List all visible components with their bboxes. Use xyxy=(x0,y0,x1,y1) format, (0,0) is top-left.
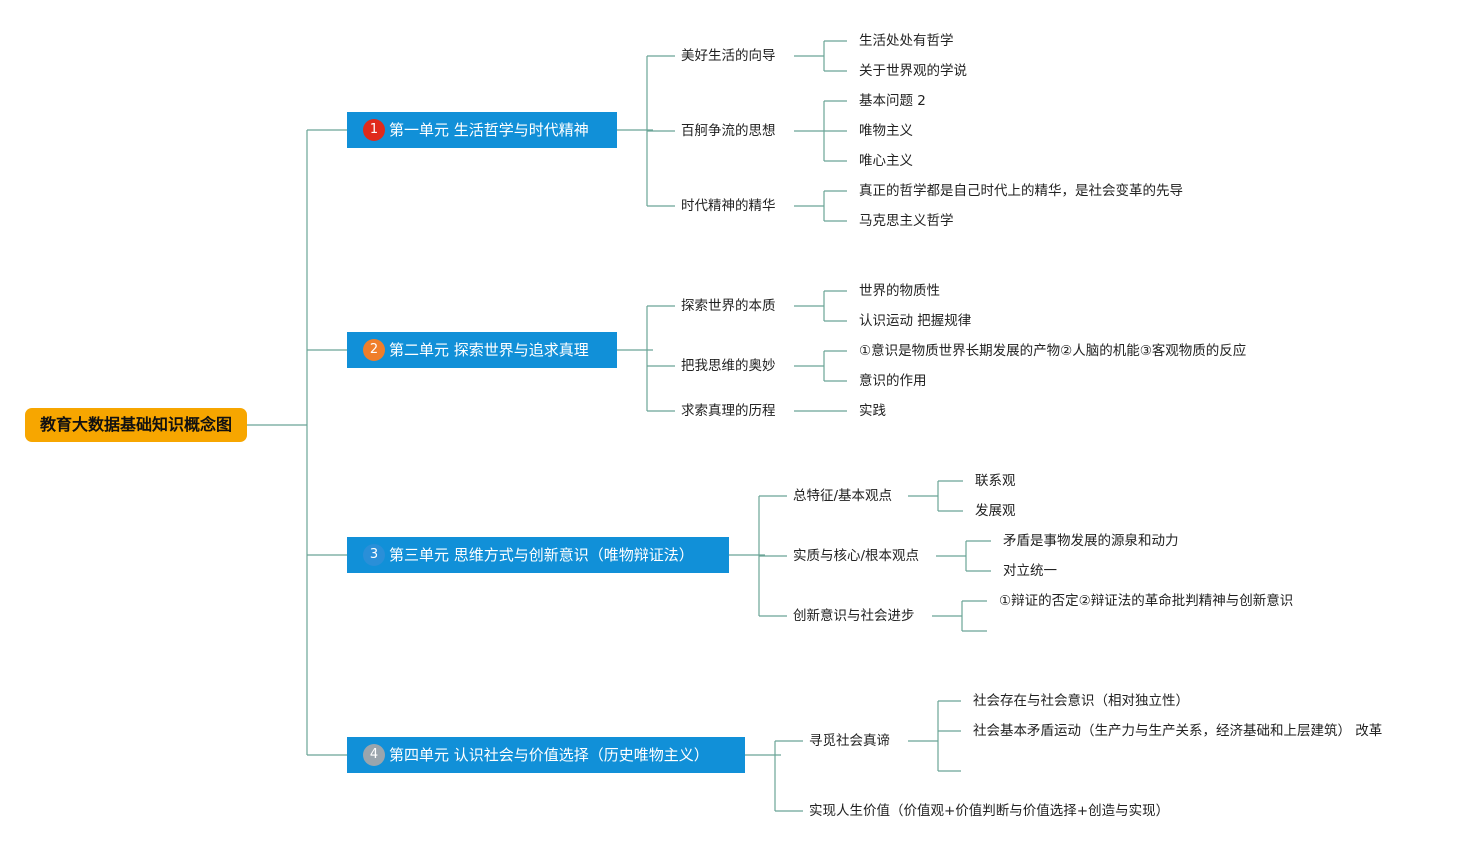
leaf-node[interactable]: 实践 xyxy=(859,403,886,419)
number-badge-icon: 4 xyxy=(363,744,385,766)
topic-node[interactable]: 实质与核心/根本观点 xyxy=(793,548,920,564)
unit-title: 第四单元 认识社会与价值选择（历史唯物主义） xyxy=(389,746,709,764)
topic-node[interactable]: 创新意识与社会进步 xyxy=(793,608,915,624)
leaf-node[interactable]: 生活处处有哲学 xyxy=(859,33,954,49)
topic-node[interactable]: 总特征/基本观点 xyxy=(793,488,893,504)
topic-node[interactable]: 时代精神的精华 xyxy=(681,198,776,214)
leaf-node[interactable]: 认识运动 把握规律 xyxy=(859,313,972,329)
leaf-node[interactable]: 社会基本矛盾运动（生产力与生产关系，经济基础和上层建筑） 改革 xyxy=(973,723,1383,739)
leaf-node[interactable]: 基本问题 2 xyxy=(859,93,926,109)
leaf-node[interactable]: 对立统一 xyxy=(1003,563,1057,579)
leaf-node[interactable]: 马克思主义哲学 xyxy=(859,213,954,229)
leaf-node[interactable]: 关于世界观的学说 xyxy=(859,63,967,79)
leaf-node[interactable]: 唯心主义 xyxy=(859,153,913,169)
unit-title: 第三单元 思维方式与创新意识（唯物辩证法） xyxy=(389,546,694,564)
number-badge-icon: 1 xyxy=(363,119,385,141)
topic-node[interactable]: 求索真理的历程 xyxy=(681,403,776,419)
topic-node[interactable]: 探索世界的本质 xyxy=(681,298,776,314)
leaf-node[interactable]: 唯物主义 xyxy=(859,123,913,139)
topic-node[interactable]: 百舸争流的思想 xyxy=(681,123,776,139)
number-badge-icon: 3 xyxy=(363,544,385,566)
topic-node[interactable]: 把我思维的奥妙 xyxy=(681,358,776,374)
leaf-node[interactable]: 真正的哲学都是自己时代上的精华，是社会变革的先导 xyxy=(859,183,1183,199)
root-node[interactable]: 教育大数据基础知识概念图 xyxy=(25,408,247,442)
leaf-node[interactable]: 矛盾是事物发展的源泉和动力 xyxy=(1003,533,1179,549)
leaf-node[interactable]: 社会存在与社会意识（相对独立性） xyxy=(973,693,1189,709)
topic-node[interactable]: 实现人生价值（价值观+价值判断与价值选择+创造与实现） xyxy=(809,803,1170,819)
topic-node[interactable]: 美好生活的向导 xyxy=(681,48,776,64)
leaf-node[interactable]: 发展观 xyxy=(975,503,1016,519)
leaf-node[interactable]: ①辩证的否定②辩证法的革命批判精神与创新意识 xyxy=(999,593,1294,609)
leaf-node[interactable]: 联系观 xyxy=(975,473,1016,489)
leaf-node[interactable]: 意识的作用 xyxy=(859,373,927,389)
number-badge-icon: 2 xyxy=(363,339,385,361)
topic-node[interactable]: 寻觅社会真谛 xyxy=(809,733,890,749)
leaf-node[interactable]: 世界的物质性 xyxy=(859,283,940,299)
leaf-node[interactable]: ①意识是物质世界长期发展的产物②人脑的机能③客观物质的反应 xyxy=(859,343,1247,359)
unit-title: 第二单元 探索世界与追求真理 xyxy=(389,341,589,359)
unit-title: 第一单元 生活哲学与时代精神 xyxy=(389,121,589,139)
